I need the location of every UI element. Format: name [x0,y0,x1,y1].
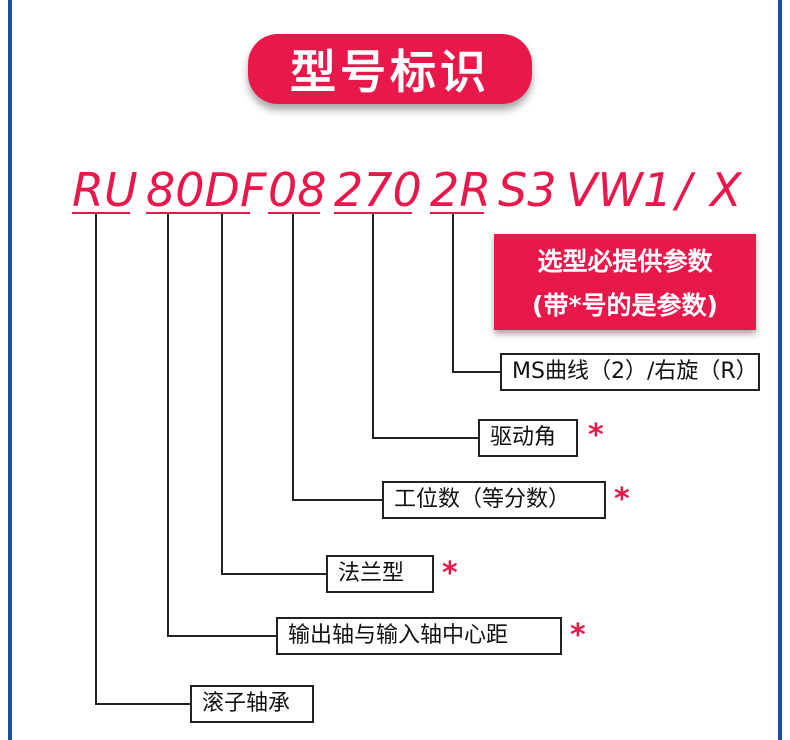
required-star-stations: * [614,482,630,517]
parameter-note-line1: 选型必提供参数 [537,247,713,276]
right-frame-border [778,0,782,740]
label-roller: 滚子轴承 [190,685,314,723]
page-title: 型号标识 [290,45,490,99]
label-drive-angle: 驱动角 [478,419,578,457]
code-segment-slash: / [676,163,692,217]
code-segment-ru: RU [72,163,138,217]
leader-line-flange [221,214,326,575]
code-underline-2r [430,212,484,214]
required-star-drive-angle: * [588,418,604,453]
code-segment-08: 08 [268,163,327,217]
code-segment-80df: 80DF [146,163,267,217]
label-stations: 工位数（等分数） [382,481,606,519]
code-segment-s3: S3 [498,163,557,217]
label-curve: MS曲线（2）/右旋（R） [500,353,760,391]
leader-line-center-distance [167,214,276,637]
code-segment-vw1: VW1 [566,163,673,217]
parameter-note-line2: (带*号的是参数) [532,291,718,320]
code-underline-270 [334,212,412,214]
code-segment-270: 270 [334,163,422,217]
leader-line-curve [452,214,500,373]
required-star-center-distance: * [570,618,586,653]
code-underline-08 [268,212,320,214]
required-star-flange: * [442,556,458,591]
label-flange: 法兰型 [326,555,434,593]
leader-line-drive-angle [372,214,478,439]
left-frame-border [8,0,12,740]
leader-line-roller [95,214,190,705]
code-segment-2r: 2R [430,163,492,217]
code-segment-x: X [710,163,742,217]
title-banner: 型号标识 [248,34,532,104]
code-underline-ru [72,212,130,214]
leader-line-stations [292,214,382,501]
code-underline-80df [146,212,250,214]
parameter-note: 选型必提供参数 (带*号的是参数) [494,234,756,330]
label-center-distance: 输出轴与输入轴中心距 [276,617,562,655]
